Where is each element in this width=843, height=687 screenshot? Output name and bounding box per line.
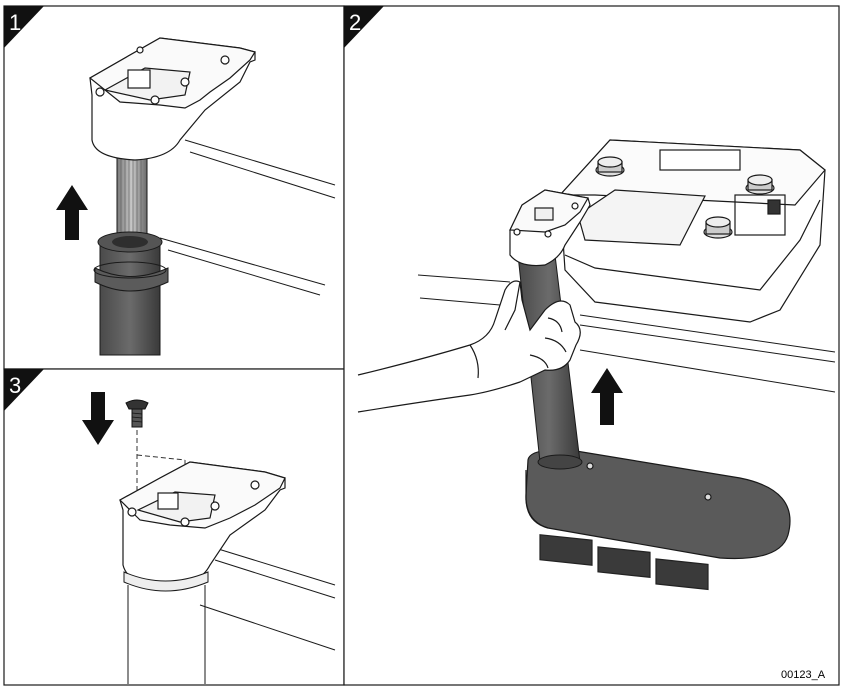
step-number-3: 3 [9, 373, 21, 398]
screw-icon [125, 399, 149, 428]
reference-code: 00123_A [781, 669, 826, 681]
step-badge-2: 2 [344, 6, 384, 48]
hand-illustration [357, 280, 581, 413]
table-edge-3 [199, 547, 336, 651]
table-edge-2 [417, 274, 836, 393]
step-number-2: 2 [349, 10, 361, 35]
armrest-bracket [88, 37, 256, 161]
support-tube [93, 231, 169, 356]
arrow-up-icon [56, 185, 88, 240]
panel-2: 2 [343, 5, 840, 686]
armrest-bracket-2 [509, 189, 591, 267]
panel-1: 1 [3, 5, 345, 370]
step-badge-1: 1 [4, 6, 44, 48]
arrow-down-icon [82, 392, 114, 445]
table-edge [159, 139, 336, 296]
support-tube-3 [123, 571, 209, 684]
seat-base [550, 139, 826, 323]
panel-3: 3 [3, 368, 345, 686]
armrest-pad [525, 449, 791, 591]
step-badge-3: 3 [4, 369, 44, 411]
step-number-1: 1 [9, 10, 21, 35]
arrow-up-icon-2 [591, 368, 623, 425]
